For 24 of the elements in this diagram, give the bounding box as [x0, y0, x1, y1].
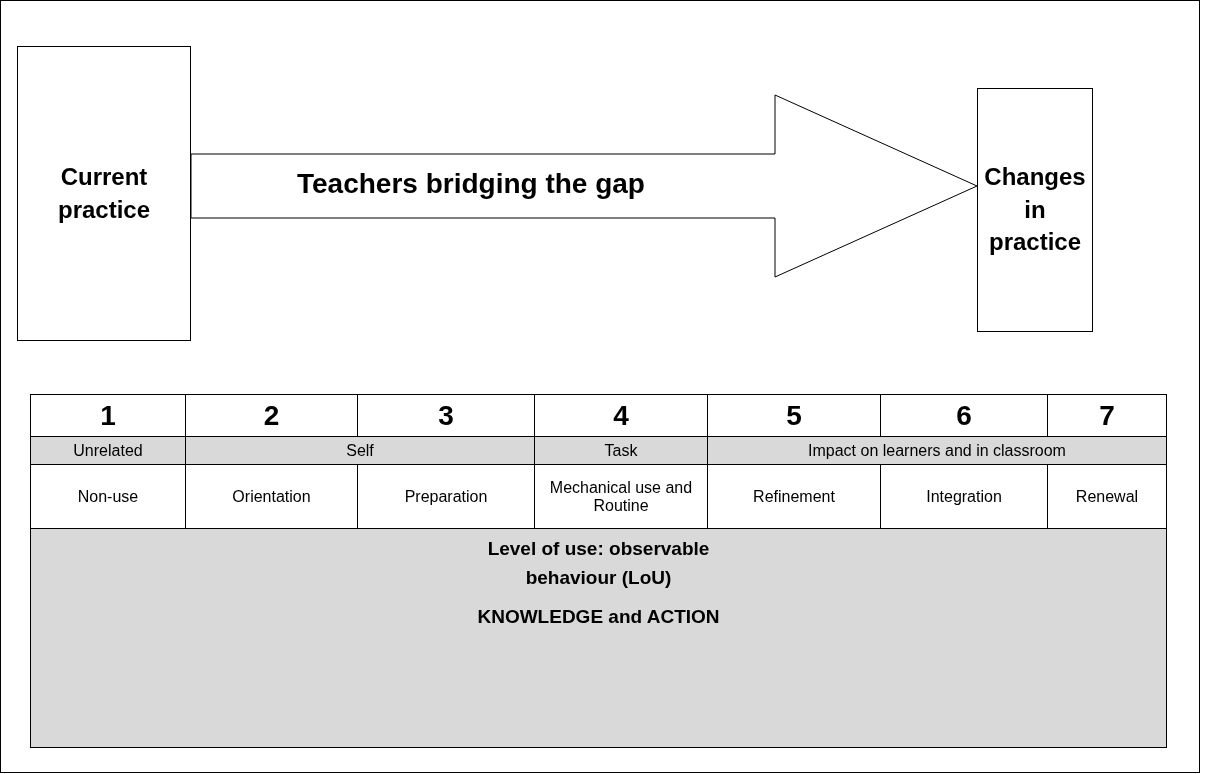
stage-name: Preparation: [404, 487, 488, 506]
stage-number: 4: [613, 399, 629, 432]
stage-name: Mechanical use and Routine: [548, 478, 694, 515]
category-label: Impact on learners and in classroom: [808, 441, 1066, 460]
category-label: Unrelated: [73, 441, 143, 460]
stage-number: 1: [100, 399, 116, 432]
stage-number: 3: [438, 399, 454, 432]
stage-name: Refinement: [753, 487, 835, 506]
stage-name: Non-use: [77, 487, 139, 506]
practice-box: Changes in practice: [977, 88, 1093, 332]
stage-name: Integration: [926, 487, 1002, 506]
stage-number: 7: [1099, 399, 1115, 432]
category-label: Task: [604, 441, 638, 460]
stage-name: Renewal: [1075, 487, 1139, 506]
stage-number: 2: [263, 399, 280, 432]
category-label: Self: [346, 441, 374, 460]
block-arrow: [190, 94, 978, 278]
stage-name: Orientation: [232, 487, 311, 506]
summary-heading: Level of use: observable behaviour (LoU): [486, 537, 711, 590]
stage-number: 6: [956, 399, 972, 432]
practice-box: Current practice: [17, 46, 191, 341]
summary-heading: KNOWLEDGE and ACTION: [476, 606, 721, 628]
edge-label: Teachers bridging the gap: [297, 168, 645, 200]
stage-number: 5: [786, 399, 802, 432]
